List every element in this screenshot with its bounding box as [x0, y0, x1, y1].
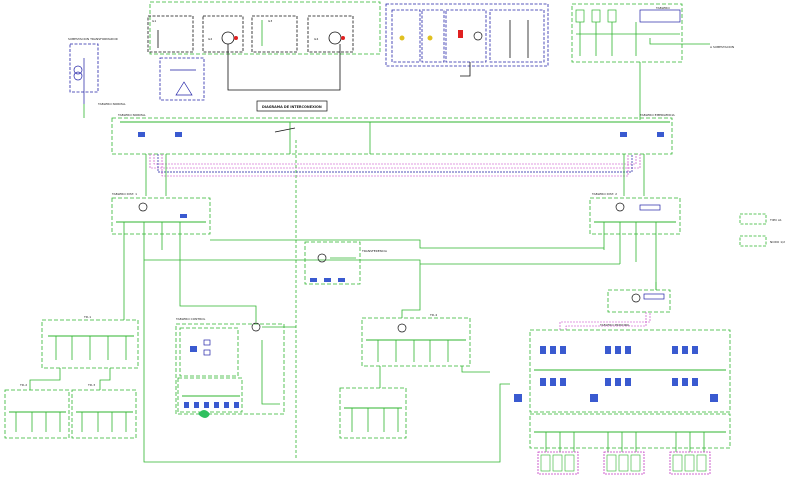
lower-left-a-panel: TD-2 [4, 383, 70, 439]
cable-bundles [145, 154, 645, 196]
g2-label: G2 [208, 37, 212, 41]
transfer-block: TRANSFERENCIA [304, 241, 388, 285]
switchgear-top [385, 3, 549, 77]
lower-left-panel: TD-1 [29, 310, 139, 390]
main-bus-right-label: TABLERO EMERGENCIA [639, 113, 676, 117]
top-right-cabinet: TABLERO A SUBESTACION [571, 3, 734, 63]
lower-right-main-panel: TABLERO PRINCIPAL [514, 282, 731, 475]
lower-center-right-label: TD-4 [429, 313, 437, 317]
top-right-cabinet-label: TABLERO [655, 6, 670, 10]
g3-label: G3 [268, 19, 272, 23]
main-bus-panel: TABLERO NORMAL TABLERO EMERGENCIA [111, 113, 676, 155]
main-bus-left-label: TABLERO NORMAL [117, 113, 146, 117]
g1-label: G1 [152, 19, 156, 23]
lower-right-main-label: TABLERO PRINCIPAL [599, 323, 630, 327]
left-panel-label: TABLERO DIST. 1 [111, 192, 137, 196]
right-distribution-panel: TABLERO DIST. 2 [589, 192, 681, 290]
transformer-feed-label: TABLERO NORMAL [97, 102, 126, 106]
title-text: DIAGRAMA DE INTERCONEXION [262, 105, 322, 109]
lower-left-a-label: TD-2 [19, 383, 27, 387]
generator-row: G1 G2 G3 G4 [147, 1, 381, 91]
lower-center-panel: TABLERO CONTROL [175, 317, 296, 418]
lower-center-right-panel: TD-4 [339, 300, 490, 439]
right-feed-label: A SUBESTACION [710, 45, 734, 49]
legend-item-2-label: NODO 1/2 [770, 240, 785, 244]
lower-left-b-panel: TD-3 [71, 383, 137, 439]
transformer-block-top-left: SUBESTACION TRANSFORMADOR [68, 37, 118, 104]
legend-item-1-label: TIPO A1 [769, 218, 782, 222]
title-block: DIAGRAMA DE INTERCONEXION [256, 100, 328, 112]
controller-block [159, 57, 205, 101]
lower-center-label: TABLERO CONTROL [175, 317, 206, 321]
g4-label: G4 [314, 37, 318, 41]
right-panel-label: TABLERO DIST. 2 [591, 192, 617, 196]
lower-left-b-label: TD-3 [87, 383, 95, 387]
lower-left-panel-label: TD-1 [83, 315, 91, 319]
left-distribution-panel: TABLERO DIST. 1 [111, 192, 211, 310]
transformer-label: SUBESTACION TRANSFORMADOR [68, 37, 118, 41]
legend: TIPO A1 NODO 1/2 [739, 213, 785, 247]
transfer-label: TRANSFERENCIA [361, 249, 388, 253]
